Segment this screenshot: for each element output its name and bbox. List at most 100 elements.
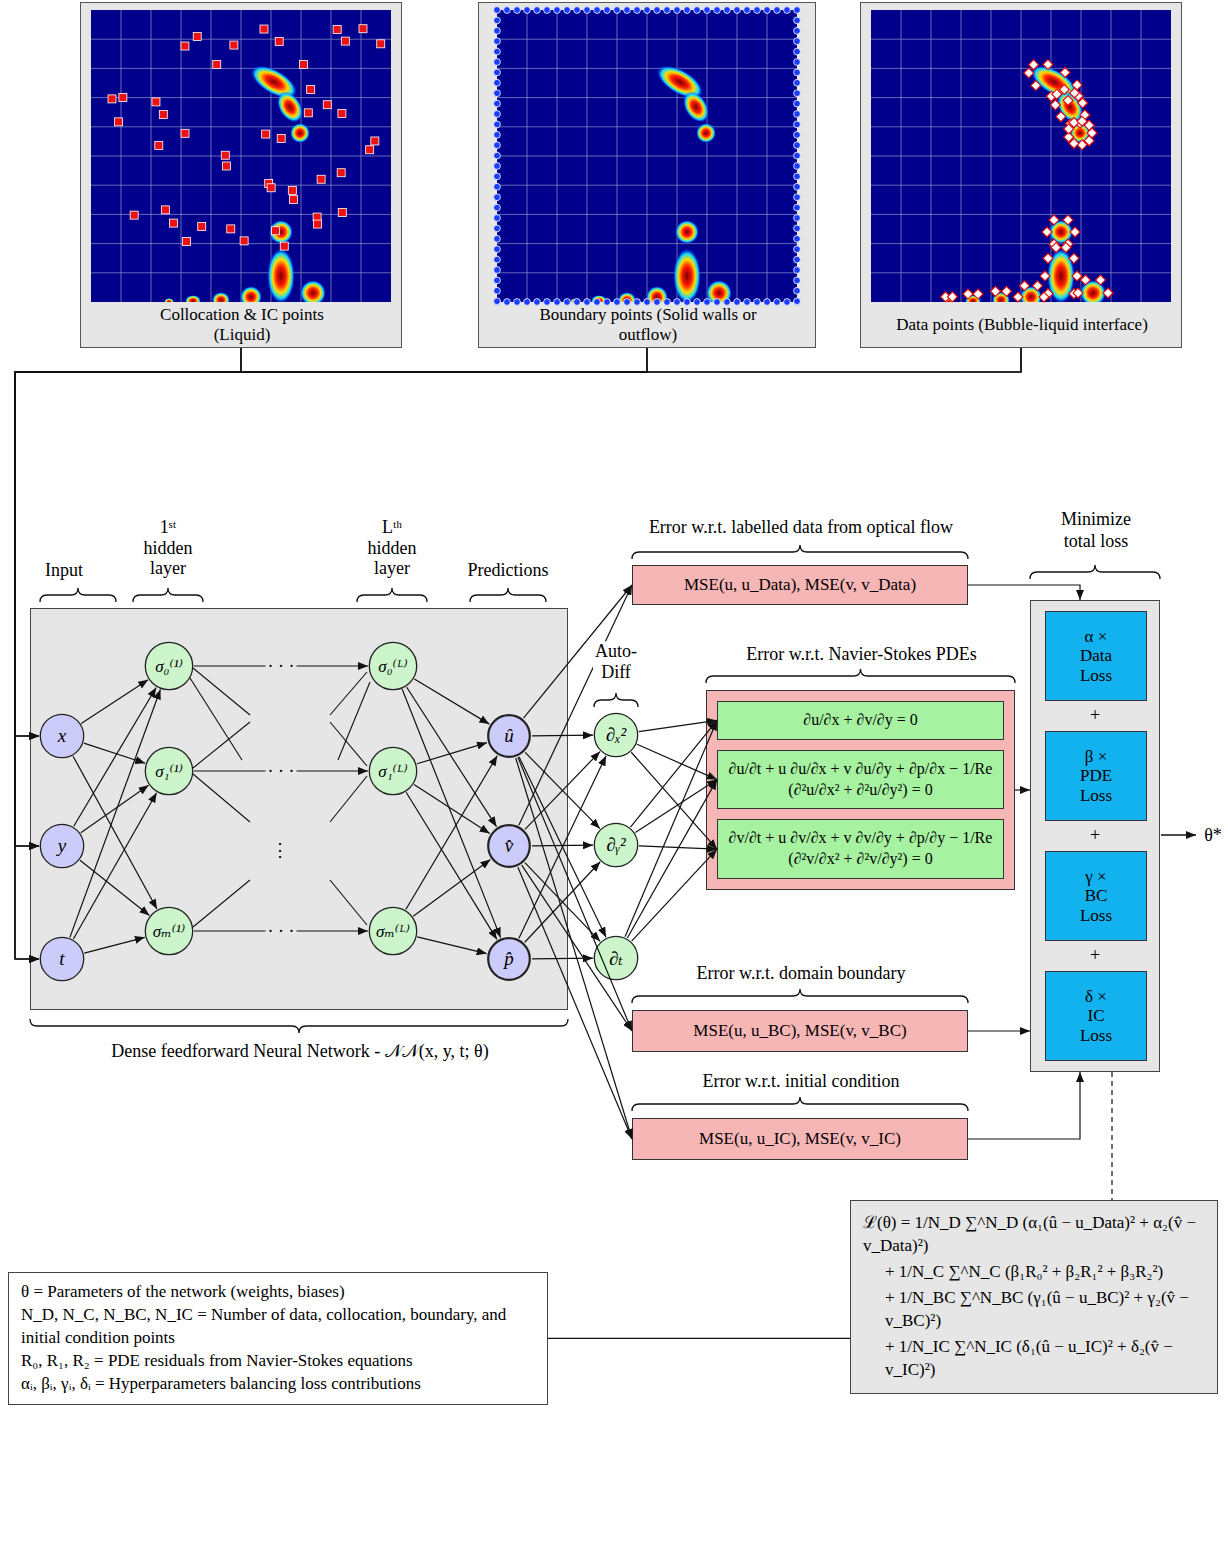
boundary-point — [614, 299, 621, 306]
connector — [406, 792, 497, 939]
boundary-point — [754, 299, 761, 306]
node-text: N_D, N_C, N_BC, N_IC = Number of data, c… — [21, 1304, 535, 1350]
neuron: σ₁⁽ᴸ⁾ — [368, 746, 418, 796]
boundary-point — [794, 48, 801, 55]
data-point — [1013, 292, 1023, 302]
connector — [632, 849, 717, 941]
boundary-point — [494, 131, 501, 138]
collocation-point — [307, 86, 315, 94]
output-arrow — [1161, 834, 1196, 835]
boundary-point — [724, 7, 731, 14]
boundary-point — [584, 7, 591, 14]
equation-box: ∂u/∂t + u ∂u/∂x + v ∂u/∂y + ∂p/∂x − 1/Re… — [717, 750, 1004, 810]
node-outline — [594, 823, 637, 866]
connector — [532, 958, 593, 960]
node-text: σ₁⁽¹⁾ — [155, 761, 183, 782]
boundary-point — [794, 152, 801, 159]
collocation-point — [371, 137, 379, 145]
node-outline — [369, 907, 416, 954]
data-point — [1060, 68, 1070, 78]
collocation-point — [323, 101, 331, 109]
data-loss-box: Error w.r.t. labelled data from optical … — [632, 565, 968, 605]
connector — [518, 867, 632, 1139]
boundary-point — [644, 7, 651, 14]
neuron: σ₀⁽ᴸ⁾ — [368, 641, 418, 691]
data-point — [1063, 215, 1073, 225]
collocation-point — [198, 223, 206, 231]
boundary-point — [794, 173, 801, 180]
node-text: Collocation & IC points (Liquid) — [147, 303, 337, 347]
connector — [70, 689, 161, 937]
collocation-point — [260, 25, 268, 33]
boundary-point — [564, 7, 571, 14]
collocation-point — [152, 98, 160, 106]
boundary-point — [794, 215, 801, 222]
connector — [631, 752, 717, 849]
connector — [637, 744, 717, 779]
connector — [15, 348, 241, 959]
brace — [594, 693, 638, 707]
connector — [625, 720, 717, 936]
boundary-point — [494, 48, 501, 55]
node-outline — [40, 937, 83, 980]
definitions-box: θ = Parameters of the network (weights, … — [8, 1272, 548, 1405]
connector — [80, 860, 149, 915]
data-point — [1029, 60, 1039, 70]
boundary-point — [554, 7, 561, 14]
connector — [525, 752, 600, 828]
node-text: σ₀⁽¹⁾ — [155, 656, 183, 677]
collocation-point — [181, 129, 189, 137]
boundary-point — [794, 100, 801, 107]
boundary-point — [794, 194, 801, 201]
boundary-point — [494, 183, 501, 190]
boundary-point — [494, 59, 501, 66]
heading-text: Dense feedforward Neural Network - 𝒩𝒩(x,… — [31, 1041, 569, 1063]
collocation-point — [366, 146, 374, 154]
boundary-point — [794, 267, 801, 274]
boundary-point — [494, 163, 501, 170]
loss-term-box: β × PDE Loss — [1045, 731, 1147, 821]
layer-label: 1ˢᵗ hidden layer — [142, 517, 195, 579]
data-point — [948, 292, 958, 302]
connector — [522, 865, 632, 1031]
node-text: σ₀⁽ᴸ⁾ — [378, 656, 407, 677]
boundary-point — [694, 7, 701, 14]
brace — [632, 989, 968, 1003]
boundary-point — [674, 7, 681, 14]
collocation-point — [230, 41, 238, 49]
boundary-point — [794, 38, 801, 45]
boundary-point — [524, 299, 531, 306]
node-text: β × PDE Loss — [1080, 747, 1112, 806]
boundary-point — [774, 7, 781, 14]
boundary-point — [534, 299, 541, 306]
boundary-point — [714, 7, 721, 14]
node-text: σₘ⁽¹⁾ — [153, 921, 185, 942]
data-point — [1081, 275, 1091, 285]
boundary-point — [634, 7, 641, 14]
boundary-point — [754, 7, 761, 14]
connector — [417, 743, 487, 764]
connector — [84, 937, 145, 953]
brace — [30, 545, 1160, 1111]
connector — [519, 756, 606, 938]
node-text: θ = Parameters of the network (weights, … — [21, 1281, 535, 1304]
hidden-connections — [190, 668, 370, 927]
data-point — [1103, 288, 1113, 298]
ic-loss-box: Error w.r.t. initial conditionMSE(u, u_I… — [632, 1118, 968, 1160]
boundary-point — [744, 299, 751, 306]
boundary-point — [494, 173, 501, 180]
boundary-point — [594, 299, 601, 306]
brace — [706, 669, 1015, 683]
node-outline — [145, 907, 192, 954]
data-point — [963, 289, 973, 299]
node-text: ∂v/∂t + u ∂v/∂x + v ∂v/∂y + ∂p/∂y − 1/Re… — [726, 828, 995, 870]
node-text: σ₁⁽ᴸ⁾ — [378, 761, 407, 782]
collocation-point — [338, 209, 346, 217]
collocation-point — [181, 42, 189, 50]
data-point — [1070, 88, 1080, 98]
connector — [1111, 1072, 1112, 1200]
boundary-panel: Boundary points (Solid walls or outflow) — [478, 2, 816, 348]
boundary-point — [494, 17, 501, 24]
connector — [402, 689, 500, 937]
boundary-point — [794, 225, 801, 232]
